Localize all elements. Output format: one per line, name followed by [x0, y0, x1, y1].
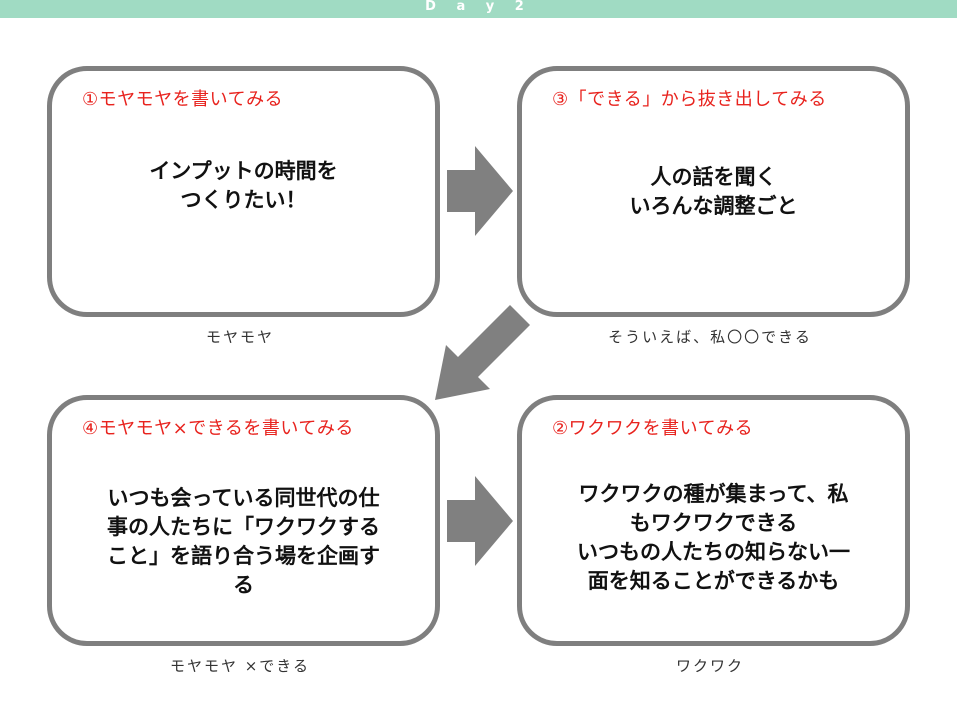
- box-combine-body: いつも会っている同世代の仕 事の人たちに「ワクワクする こと」を語り合う場を企画…: [66, 484, 421, 600]
- box-combine-line: 事の人たちに「ワクワクする: [107, 515, 380, 539]
- box-dekiru-line: 人の話を聞く: [650, 165, 777, 189]
- box-dekiru: ③「できる」から抜き出してみる 人の話を聞く いろんな調整ごと: [517, 66, 910, 317]
- box-moyamoya-line: インプットの時間を: [149, 159, 338, 183]
- box-moyamoya-body: インプットの時間を つくりたい！: [66, 157, 421, 215]
- box-moyamoya-line: つくりたい！: [180, 188, 307, 212]
- box-combine-heading: ④モヤモヤ×できるを書いてみる: [82, 418, 354, 439]
- box-moyamoya: ①モヤモヤを書いてみる インプットの時間を つくりたい！: [47, 66, 440, 317]
- caption-dekiru: そういえば、私〇〇できる: [608, 328, 812, 346]
- caption-combine: モヤモヤ ×できる: [169, 657, 311, 675]
- box-combine-line: こと」を語り合う場を企画す: [107, 544, 380, 568]
- box-wakuwaku: ②ワクワクを書いてみる ワクワクの種が集まって、私 もワクワクできる いつもの人…: [517, 395, 910, 646]
- box-moyamoya-heading: ①モヤモヤを書いてみる: [82, 89, 284, 110]
- box-wakuwaku-line: ワクワクの種が集まって、私: [578, 482, 849, 506]
- box-combine-line: る: [233, 573, 254, 597]
- arrow-right-bottom-icon: [447, 476, 513, 566]
- box-combine: ④モヤモヤ×できるを書いてみる いつも会っている同世代の仕 事の人たちに「ワクワ…: [47, 395, 440, 646]
- header-title: D a y 2: [425, 0, 532, 14]
- box-wakuwaku-body: ワクワクの種が集まって、私 もワクワクできる いつもの人たちの知らない一 面を知…: [536, 480, 891, 596]
- arrow-right-top-icon: [447, 146, 513, 236]
- box-combine-line: いつも会っている同世代の仕: [107, 486, 380, 510]
- box-wakuwaku-line: 面を知ることができるかも: [587, 569, 840, 593]
- box-wakuwaku-heading: ②ワクワクを書いてみる: [552, 418, 754, 439]
- caption-moyamoya: モヤモヤ: [205, 328, 274, 346]
- box-wakuwaku-line: いつもの人たちの知らない一: [577, 540, 850, 564]
- header-bar: [0, 0, 957, 18]
- caption-wakuwaku: ワクワク: [675, 657, 744, 675]
- box-dekiru-line: いろんな調整ごと: [629, 194, 798, 218]
- box-dekiru-body: 人の話を聞く いろんな調整ごと: [536, 163, 891, 221]
- box-dekiru-heading: ③「できる」から抜き出してみる: [552, 89, 827, 110]
- arrow-down-left-icon: [435, 305, 530, 400]
- box-wakuwaku-line: もワクワクできる: [629, 511, 798, 535]
